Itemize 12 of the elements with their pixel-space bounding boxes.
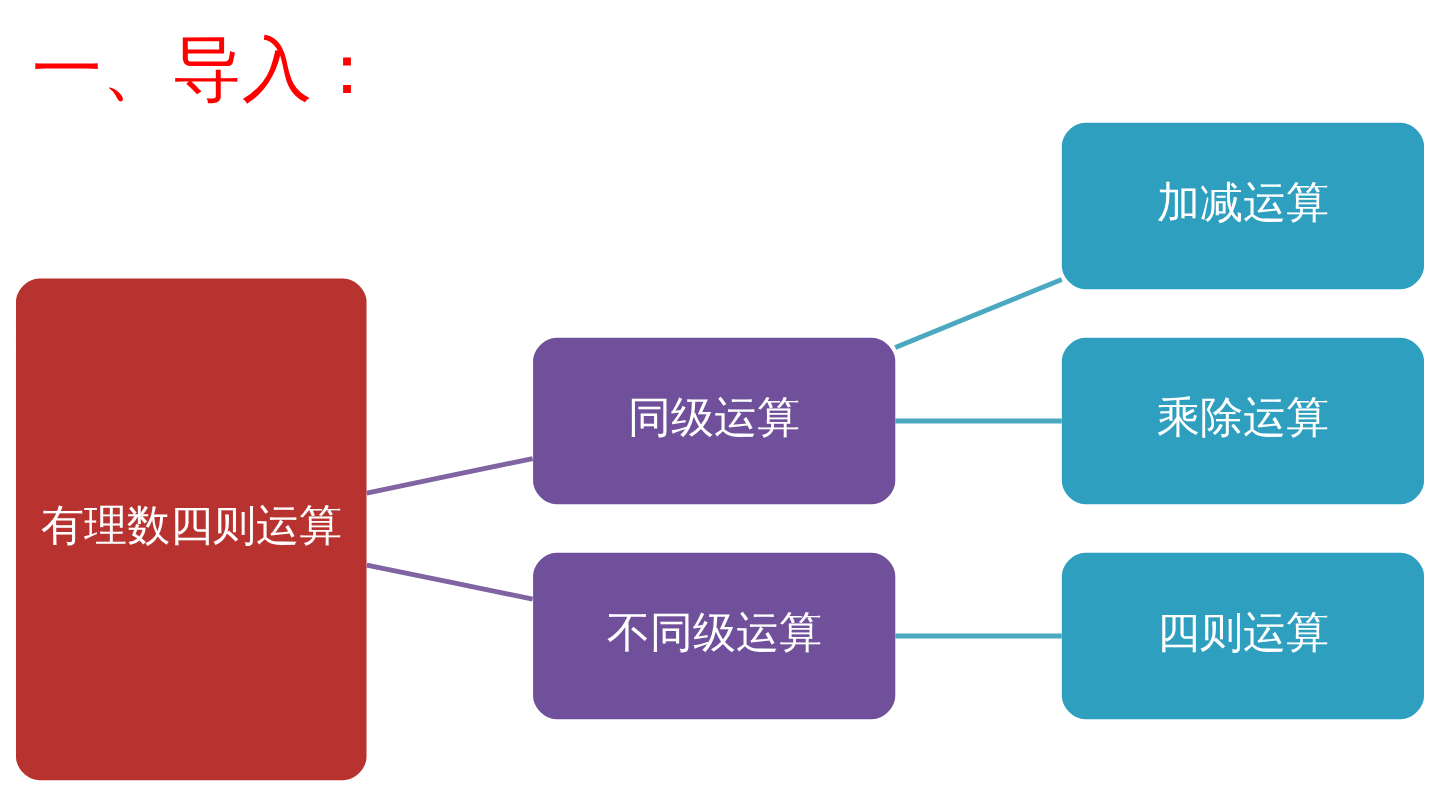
node-box: 有理数四则运算 [16, 278, 367, 781]
connector [894, 277, 1063, 350]
connector [895, 633, 1062, 639]
node-box: 不同级运算 [533, 552, 896, 720]
node-box: 乘除运算 [1061, 337, 1424, 505]
connector [366, 456, 534, 496]
connector [366, 562, 534, 602]
connector [895, 418, 1062, 424]
node-box: 四则运算 [1061, 552, 1424, 720]
diagram-title: 一、导入： [31, 28, 382, 110]
node-box: 同级运算 [533, 337, 896, 505]
node-box: 加减运算 [1061, 122, 1424, 290]
